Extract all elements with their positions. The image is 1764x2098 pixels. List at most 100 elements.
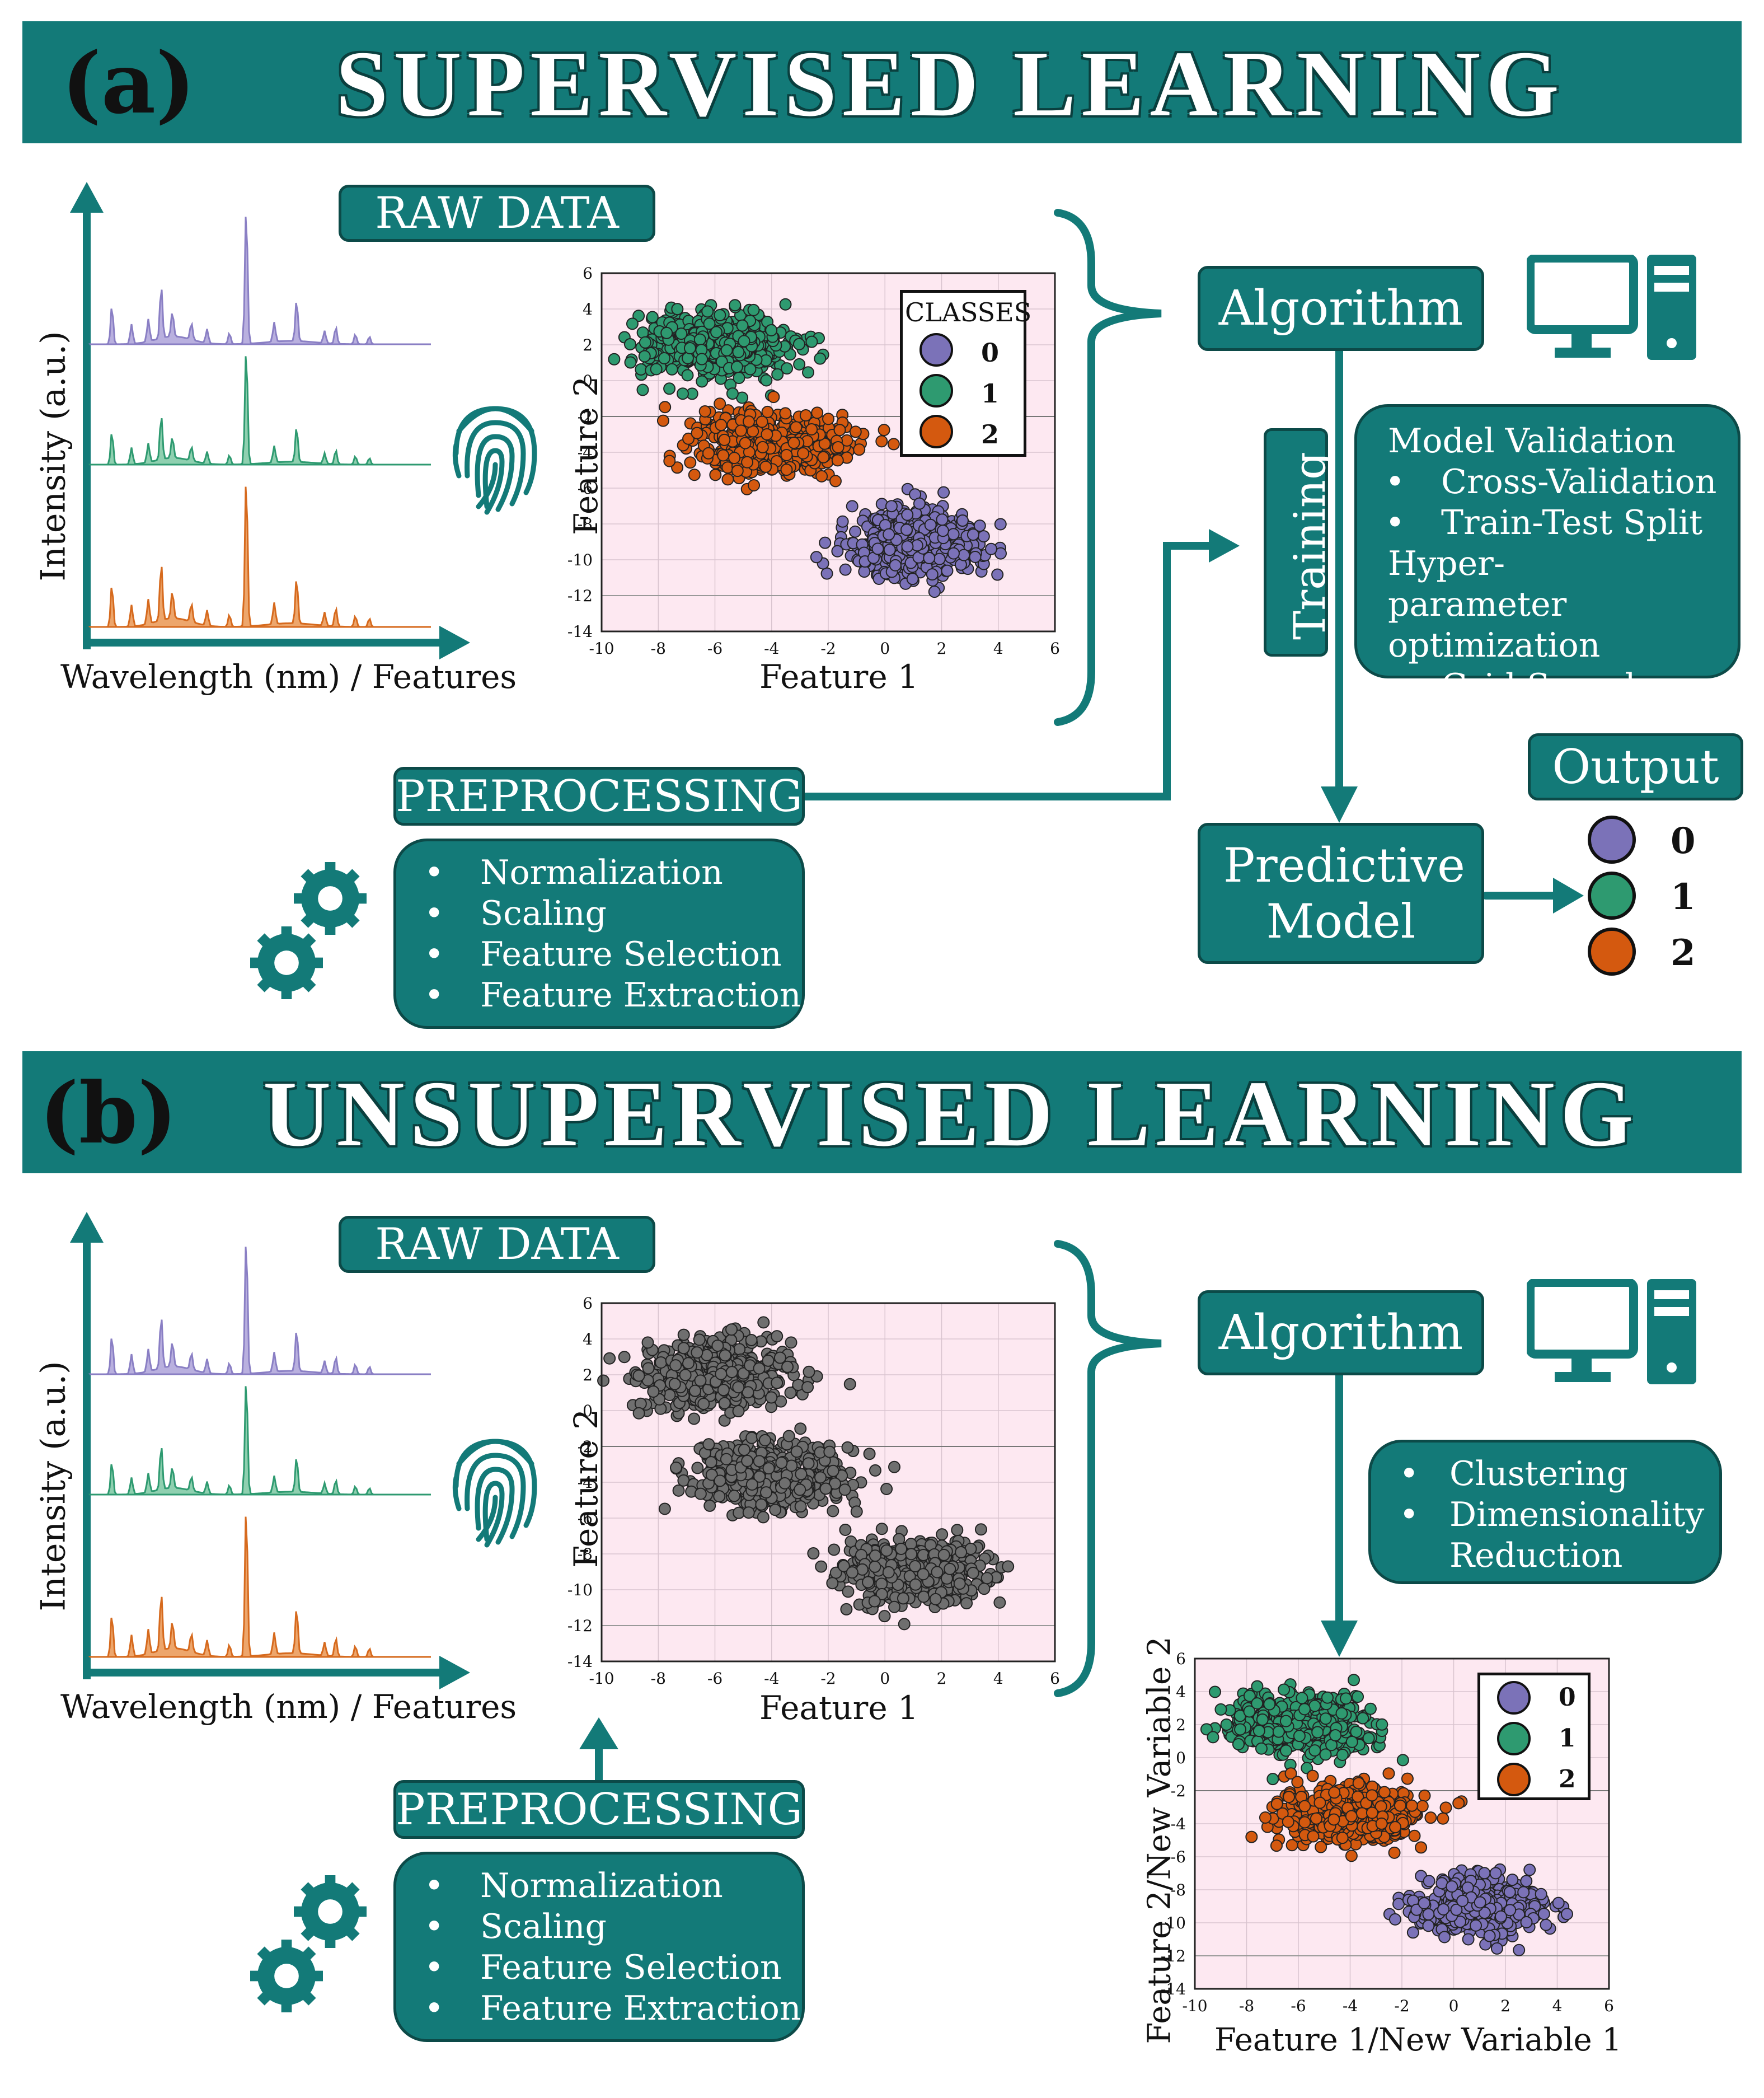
scatter-point [1422, 1919, 1435, 1932]
scatter-point [1462, 1933, 1475, 1946]
scatter-point [799, 409, 812, 422]
scatter-point [771, 368, 784, 381]
scatter-point [1408, 1829, 1421, 1842]
result-legend: 0 1 2 [1477, 1673, 1591, 1800]
x-tick-label: -10 [1182, 1997, 1207, 2015]
scatter-point [829, 475, 842, 488]
scatter-point [632, 310, 645, 322]
x-tick-label: -8 [1239, 1997, 1254, 2015]
scatter-point [1478, 1867, 1491, 1880]
scatter-point [698, 405, 711, 418]
scatter-point [1308, 1699, 1321, 1712]
spectra-axes [70, 182, 470, 659]
scatter-point [721, 473, 734, 486]
scatter-point [822, 413, 835, 425]
scatter-point [717, 449, 730, 462]
scatter-point [797, 447, 810, 460]
scatter-point [608, 353, 621, 366]
x-tick-label: 0 [880, 639, 890, 658]
scatter-point [1364, 1702, 1377, 1715]
scatter-point [738, 335, 750, 348]
scatter-point [1282, 1815, 1294, 1828]
preprocessing-item: Normalization [396, 1866, 802, 1907]
scatter-point [736, 319, 749, 332]
scatter-point [1394, 1799, 1406, 1812]
scatter-point [726, 387, 739, 400]
scatter-point [1513, 1944, 1526, 1956]
scatter-point [671, 303, 684, 316]
raw-data-label-a: RAW DATA [339, 185, 655, 242]
scatter-point [1252, 1725, 1265, 1738]
x-tick-label: 6 [1050, 639, 1060, 658]
bracket-b [1054, 1240, 1162, 1697]
scatter-point [1362, 1732, 1375, 1745]
scatter-point [1336, 1749, 1349, 1762]
x-tick-label: 2 [1500, 1997, 1510, 2015]
scatter-point [792, 338, 805, 350]
y-tick-label: -6 [578, 479, 593, 498]
scatter-point [1345, 1810, 1358, 1823]
scatter-point [819, 536, 832, 549]
x-tick-label: -6 [707, 639, 723, 658]
scatter-point [875, 435, 888, 448]
scatter-point [1296, 1692, 1308, 1704]
legend-label-1: 1 [1559, 1724, 1576, 1753]
scatter-point [815, 470, 828, 483]
scatter-point [660, 326, 673, 339]
y-tick-label: -2 [578, 408, 593, 426]
scatter-point [715, 419, 728, 432]
scatter-point [1423, 1875, 1435, 1888]
scatter-point [1329, 1729, 1342, 1742]
scatter-point [1437, 1903, 1450, 1916]
scatter-point [1405, 1799, 1418, 1812]
scatter-point [1503, 1886, 1516, 1899]
scatter-point [1474, 1896, 1486, 1909]
scatter-point [1279, 1744, 1292, 1757]
scatter-point [756, 415, 768, 428]
scatter-point [836, 515, 849, 528]
scatter-point [1389, 1821, 1402, 1834]
scatter-point [811, 406, 824, 419]
preprocessing-label-b: PREPROCESSING [393, 1780, 805, 1839]
y-tick-label: 2 [583, 336, 593, 354]
preprocessing-item: Scaling [396, 1907, 802, 1947]
algorithm-item: Clustering [1371, 1454, 1719, 1495]
scatter-point [747, 303, 760, 316]
scatter-point [1234, 1723, 1247, 1736]
scatter-point [761, 428, 773, 441]
scatter-point [1424, 1811, 1437, 1824]
scatter-point [831, 454, 844, 467]
scatter-point [650, 363, 663, 376]
y-tick-label: -12 [567, 587, 593, 605]
scatter-point [817, 451, 830, 463]
x-tick-label: 0 [1449, 1997, 1459, 2015]
scatter-point [787, 436, 800, 449]
scatter-point [703, 317, 716, 330]
scatter-point [1208, 1685, 1221, 1698]
scatter-point [1251, 1697, 1264, 1710]
scatter-point [709, 469, 722, 481]
scatter-point [779, 407, 792, 420]
scatter-point [730, 360, 743, 373]
scatter-point [1298, 1800, 1311, 1813]
scatter-point [1328, 1786, 1341, 1799]
spectra-x-label-a: Wavelength (nm) / Features [60, 658, 517, 696]
scatter-point [1256, 1713, 1269, 1726]
scatter-point [676, 387, 689, 400]
scatter-point [1207, 1731, 1219, 1744]
scatter-point [760, 374, 773, 387]
scatter-point [790, 421, 803, 434]
scatter-point [1540, 1918, 1552, 1931]
scatter-point [1452, 1797, 1465, 1810]
scatter-point [1366, 1806, 1378, 1819]
x-tick-label: 4 [993, 639, 1003, 658]
scatter-point [1245, 1830, 1258, 1843]
scatter-point [658, 352, 670, 365]
scatter-point [1552, 1896, 1565, 1909]
fingerprint-icon [452, 406, 537, 515]
scatter-point [1446, 1880, 1458, 1893]
scatter-point [780, 463, 793, 476]
legend-swatch-1 [1497, 1722, 1531, 1755]
algorithm-list-b: Clustering Dimensionality Reduction [1368, 1440, 1722, 1584]
scatter-point [714, 309, 726, 322]
